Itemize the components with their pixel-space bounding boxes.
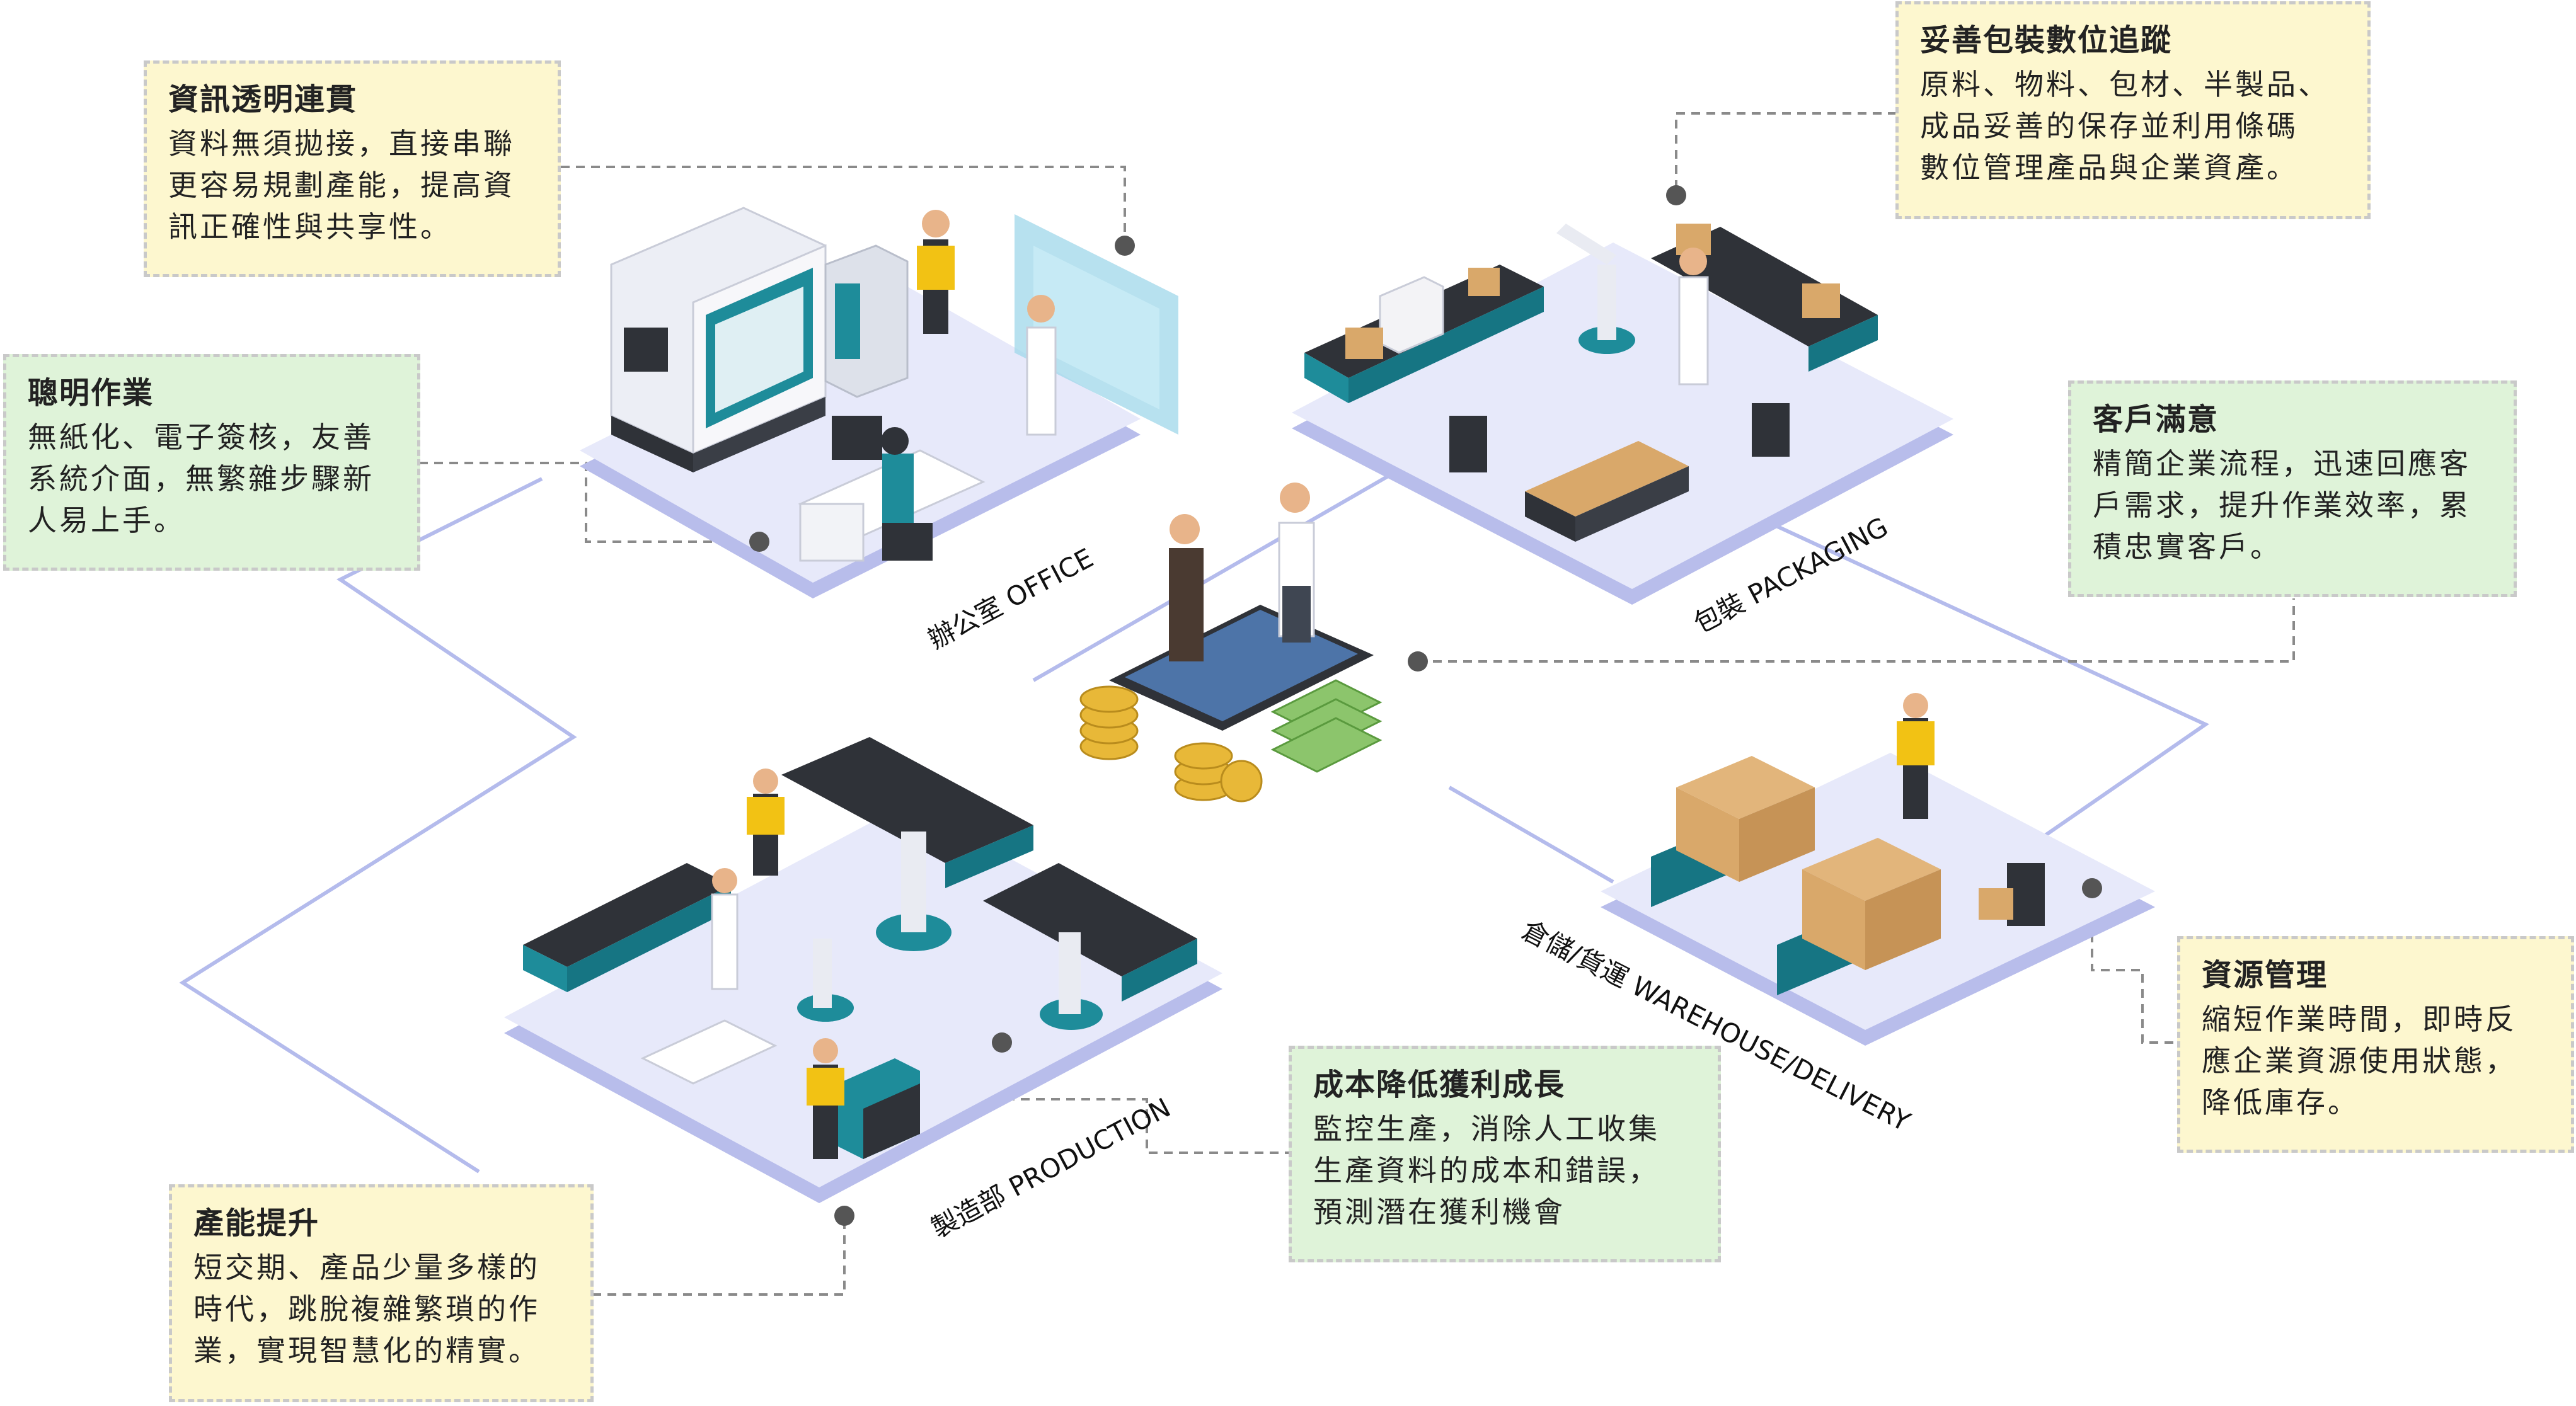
callout-line: 數位管理產品與企業資產。 xyxy=(1920,151,2298,185)
callout-resource-management: 資源管理 縮短作業時間，即時反 應企業資源使用狀態， 降低庫存。 xyxy=(2177,936,2574,1153)
callout-title: 聰明作業 xyxy=(28,375,154,411)
callout-title: 產能提升 xyxy=(193,1206,320,1241)
leader-lines xyxy=(419,112,2295,1296)
callout-title: 資源管理 xyxy=(2202,957,2328,993)
callout-customer-satisfaction: 客戶滿意 精簡企業流程，迅速回應客 戶需求，提升作業效率，累 積忠實客戶。 xyxy=(2068,380,2517,597)
callout-line: 預測潛在獲利機會 xyxy=(1313,1195,1565,1229)
callout-capacity-improvement: 產能提升 短交期、產品少量多樣的 時代，跳脫複雜繁瑣的作 業，實現智慧化的精實。 xyxy=(169,1184,594,1402)
warehouse-platform xyxy=(1601,693,2155,1046)
callout-title: 客戶滿意 xyxy=(2093,402,2219,437)
callout-info-transparency: 資訊透明連貫 資料無須拋接，直接串聯 更容易規劃產能，提高資 訊正確性與共享性。 xyxy=(144,60,561,277)
callout-line: 原料、物料、包材、半製品、 xyxy=(1920,67,2330,101)
callout-title: 資訊透明連貫 xyxy=(168,82,358,117)
callout-line: 縮短作業時間，即時反 xyxy=(2202,1002,2517,1036)
callout-line: 業，實現智慧化的精實。 xyxy=(193,1334,540,1368)
production-platform xyxy=(504,737,1222,1203)
callout-line: 系統介面，無繁雜步驟新 xyxy=(28,462,374,496)
callout-cost-reduction: 成本降低獲利成長 監控生產，消除人工收集 生產資料的成本和錯誤， 預測潛在獲利機… xyxy=(1289,1046,1721,1262)
callout-title: 妥善包裝數位追蹤 xyxy=(1920,23,2173,58)
leader-dots xyxy=(749,185,2102,1226)
callout-line: 資料無須拋接，直接串聯 xyxy=(168,127,515,161)
callout-line: 應企業資源使用狀態， xyxy=(2202,1044,2517,1078)
callout-packaging-tracking: 妥善包裝數位追蹤 原料、物料、包材、半製品、 成品妥善的保存並利用條碼 數位管理… xyxy=(1895,1,2371,219)
callout-line: 生產資料的成本和錯誤， xyxy=(1313,1153,1660,1187)
callout-line: 無紙化、電子簽核，友善 xyxy=(28,420,374,454)
callout-line: 時代，跳脫複雜繁瑣的作 xyxy=(193,1292,540,1326)
office-platform xyxy=(580,207,1178,598)
callout-line: 降低庫存。 xyxy=(2202,1085,2359,1119)
callout-line: 人易上手。 xyxy=(28,503,185,537)
callout-line: 監控生產，消除人工收集 xyxy=(1313,1112,1660,1146)
callout-line: 積忠實客戶。 xyxy=(2093,530,2282,564)
callout-line: 戶需求，提升作業效率，累 xyxy=(2093,488,2471,522)
callout-line: 訊正確性與共享性。 xyxy=(168,210,452,244)
callout-smart-operation: 聰明作業 無紙化、電子簽核，友善 系統介面，無繁雜步驟新 人易上手。 xyxy=(3,354,420,571)
callout-line: 短交期、產品少量多樣的 xyxy=(193,1250,540,1284)
center-handshake-illustration xyxy=(1079,483,1383,803)
callout-line: 精簡企業流程，迅速回應客 xyxy=(2093,447,2471,481)
callout-title: 成本降低獲利成長 xyxy=(1313,1067,1566,1102)
packaging-platform xyxy=(1292,224,1953,605)
callout-line: 成品妥善的保存並利用條碼 xyxy=(1920,109,2298,143)
callout-line: 更容易規劃產能，提高資 xyxy=(168,168,515,202)
